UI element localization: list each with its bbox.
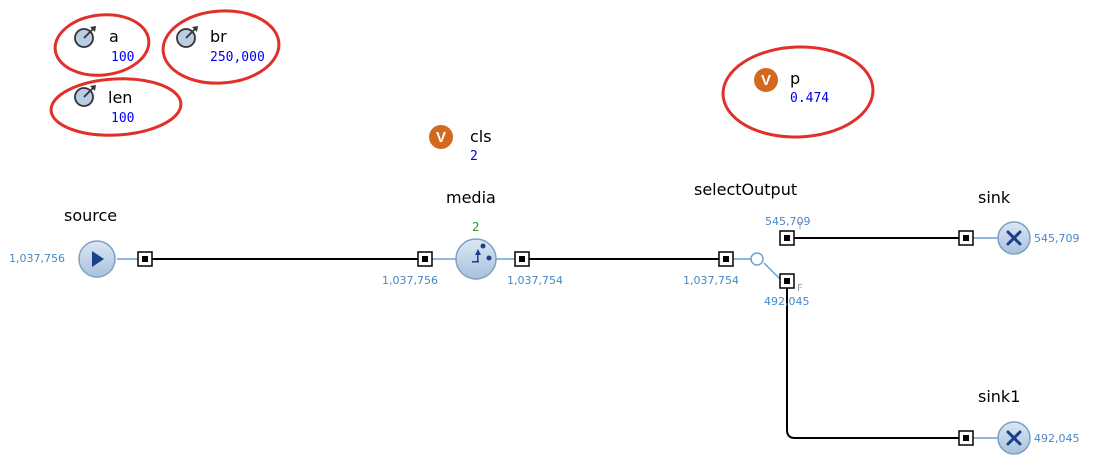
sink1-label: sink1 [978,387,1021,406]
media-contents: 2 [472,220,480,234]
sink1-block[interactable] [997,421,1031,455]
variable-v-icon: V V [429,68,778,149]
media-block[interactable] [455,238,497,280]
source-play-icon [92,251,104,267]
param-br-name[interactable]: br [210,27,227,46]
media-out-count: 1,037,754 [507,274,563,287]
sink-x-icon [1006,230,1022,246]
ports [137,230,974,446]
port-select-true[interactable] [779,230,795,246]
source-block[interactable] [78,240,116,278]
select-false-count: 492,045 [764,295,810,308]
select-output-label: selectOutput [694,180,798,199]
var-p-value: 0.474 [790,91,830,106]
port-sink-in[interactable] [958,230,974,246]
highlight-len [49,77,183,137]
var-cls-value: 2 [470,149,478,164]
highlight-br [161,9,281,85]
highlight-a [53,13,151,77]
port-sink1-in[interactable] [958,430,974,446]
source-label: source [64,206,118,225]
port-source-out[interactable] [137,251,153,267]
svg-text:V: V [761,72,771,89]
delay-icon [472,243,492,263]
var-cls-name[interactable]: cls [470,127,492,146]
sink-label: sink [978,188,1011,207]
highlight-p [721,45,875,139]
param-len-name[interactable]: len [108,88,133,107]
var-p-name[interactable]: p [790,69,801,88]
select-true-tag: T [797,221,804,232]
media-label: media [446,188,496,207]
port-links [117,237,998,439]
source-out-count: 1,037,756 [9,252,65,265]
highlight-ellipses [49,9,875,139]
sink-block[interactable] [997,221,1031,255]
select-true-count: 545,709 [765,215,811,228]
param-len-value: 100 [111,111,135,126]
svg-text:V: V [436,129,446,146]
port-media-out[interactable] [514,251,530,267]
port-select-in[interactable] [718,251,734,267]
param-br-value: 250,000 [210,50,265,65]
media-in-count: 1,037,756 [382,274,438,287]
select-output-node[interactable] [750,252,764,266]
port-select-false[interactable] [779,273,795,289]
sink-count: 545,709 [1034,232,1080,245]
parameter-dial-icon [74,26,198,107]
select-false-tag: F [797,283,803,294]
sink1-x-icon [1006,430,1022,446]
select-in-count: 1,037,754 [683,274,739,287]
connector-false-sink1[interactable] [786,288,959,439]
connectors [152,237,959,439]
param-a-name[interactable]: a [109,27,119,46]
sink1-count: 492,045 [1034,432,1080,445]
param-a-value: 100 [111,50,135,65]
port-media-in[interactable] [417,251,433,267]
